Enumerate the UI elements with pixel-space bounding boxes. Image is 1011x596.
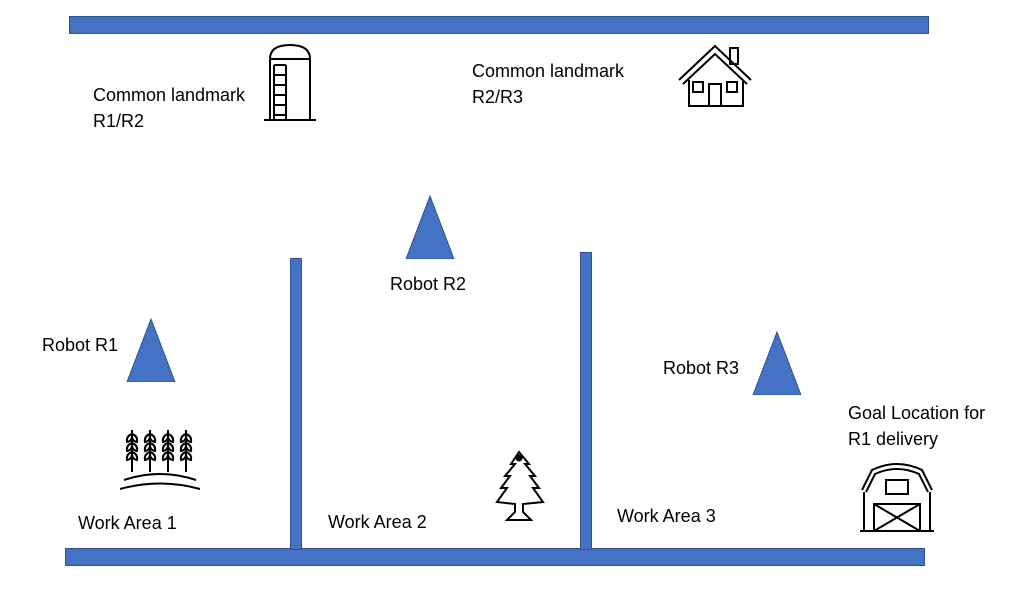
work-area-3-label: Work Area 3 (617, 506, 716, 526)
robot-r1-label: Robot R1 (42, 335, 119, 355)
goal-location-line2: R1 delivery (848, 429, 939, 449)
robot-r1-triangle-icon (126, 318, 176, 382)
robot-r3-triangle-icon (752, 331, 802, 395)
silo-icon (262, 43, 318, 123)
goal-location-label: Goal Location for R1 delivery (848, 400, 985, 452)
wheat-icon (118, 426, 202, 492)
robot-r3-label: Robot R3 (663, 358, 740, 378)
landmark-r2-r3-line1: Common landmark (472, 61, 625, 81)
work-area-1-label: Work Area 1 (78, 513, 177, 533)
divider-wall-left (290, 258, 302, 550)
landmark-r1-r2-label: Common landmark R1/R2 (93, 82, 245, 134)
barn-icon (858, 460, 936, 534)
top-wall (69, 16, 929, 34)
divider-wall-right (580, 252, 592, 550)
house-icon (677, 42, 753, 110)
landmark-r2-r3-label: Common landmark R2/R3 (472, 58, 624, 110)
landmark-r2-r3-line2: R2/R3 (472, 87, 524, 107)
work-area-2-label: Work Area 2 (328, 512, 427, 532)
landmark-r1-r2-line2: R1/R2 (93, 111, 145, 131)
tree-icon (493, 448, 549, 528)
goal-location-line1: Goal Location for (848, 403, 986, 423)
bottom-wall (65, 548, 925, 566)
robot-r2-triangle-icon (405, 195, 455, 259)
robot-r2-label: Robot R2 (390, 274, 467, 294)
landmark-r1-r2-line1: Common landmark (93, 85, 246, 105)
